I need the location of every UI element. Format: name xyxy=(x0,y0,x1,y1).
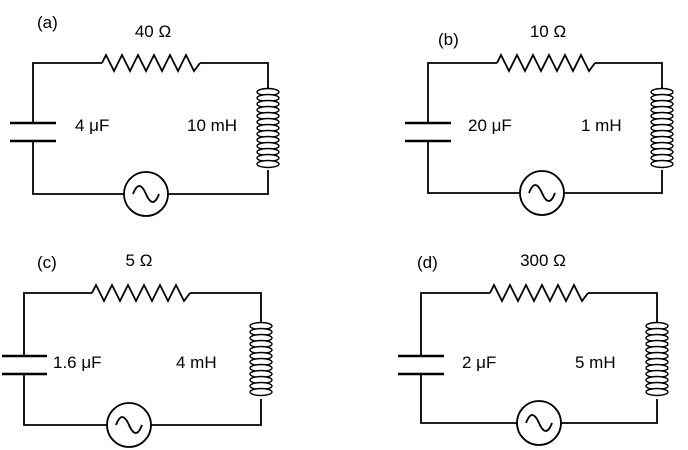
circuit-b-wire xyxy=(427,62,663,194)
circuit-b-resistance: 10 Ω xyxy=(530,22,566,41)
circuit-b-inductance: 1 mH xyxy=(581,116,622,135)
circuit-c-capacitor xyxy=(2,354,47,376)
circuit-d-resistance: 300 Ω xyxy=(520,251,566,270)
circuit-a-ac-source-icon xyxy=(123,171,169,217)
circuit-c-ac-source-icon xyxy=(106,402,152,448)
circuit-c-wire xyxy=(23,292,262,426)
circuit-d-inductor xyxy=(645,321,669,397)
circuit-c-inductance: 4 mH xyxy=(176,353,217,372)
circuit-d-capacitance: 2 μF xyxy=(462,353,496,372)
circuit-d-ac-source-icon xyxy=(516,400,562,446)
circuit-a-capacitor xyxy=(10,121,56,143)
circuit-c-capacitance: 1.6 μF xyxy=(53,353,102,372)
circuit-a-inductance: 10 mH xyxy=(187,116,237,135)
circuit-d-resistor xyxy=(489,282,589,304)
circuit-b-resistor xyxy=(496,52,596,74)
circuit-c-label: (c) xyxy=(37,253,57,272)
circuit-d: (d) 300 Ω 2 μF 5 mH xyxy=(398,251,669,446)
circuit-c-resistor xyxy=(91,282,191,304)
circuit-b: (b) 10 Ω 20 μF 1 mH xyxy=(405,22,674,216)
circuit-a-resistance: 40 Ω xyxy=(135,22,171,41)
circuit-d-wire xyxy=(420,292,658,424)
circuit-a-capacitance: 4 μF xyxy=(75,116,109,135)
circuit-d-capacitor xyxy=(398,354,444,376)
circuit-a-inductor xyxy=(256,87,280,169)
circuit-d-label: (d) xyxy=(417,253,438,272)
circuit-b-capacitance: 20 μF xyxy=(468,116,512,135)
circuit-a-resistor xyxy=(101,52,201,74)
circuit-c: (c) 5 Ω 1.6 μF 4 mH xyxy=(2,251,273,448)
circuit-b-ac-source-icon xyxy=(519,170,565,216)
circuit-d-inductance: 5 mH xyxy=(575,353,616,372)
circuit-a-wire xyxy=(32,62,269,195)
circuit-a: (a) 40 Ω 4 μF 10 mH xyxy=(10,13,280,217)
circuit-c-inductor xyxy=(249,321,273,397)
circuit-b-label: (b) xyxy=(438,30,459,49)
circuit-b-inductor xyxy=(650,87,674,169)
circuit-b-capacitor xyxy=(405,121,451,143)
circuit-c-resistance: 5 Ω xyxy=(126,251,153,270)
circuit-a-label: (a) xyxy=(37,13,58,32)
